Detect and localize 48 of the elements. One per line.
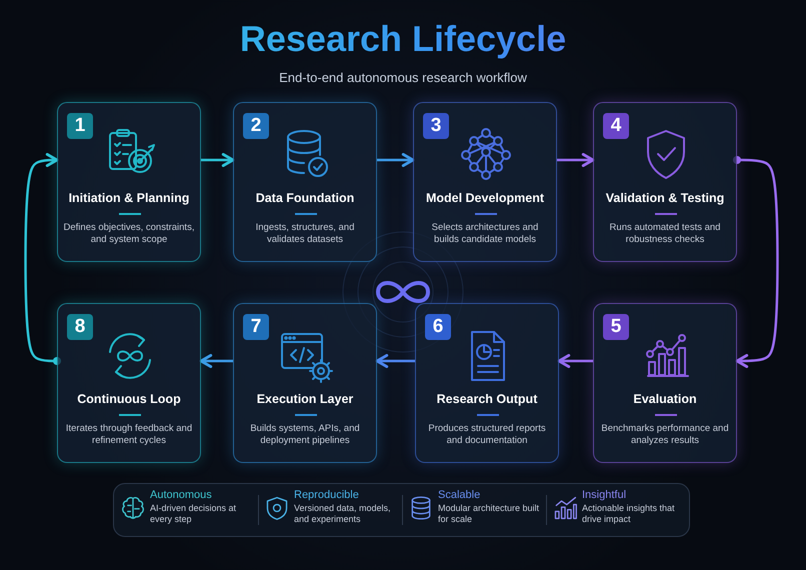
feature-description: Modular architecture built for scale (438, 503, 540, 526)
step-description: Ingests, structures, and validates datasets (254, 222, 356, 247)
step-number: 3 (423, 113, 449, 139)
process-card (233, 303, 377, 463)
feature-title: Autonomous (150, 488, 212, 502)
arrow (558, 354, 593, 368)
step-number: 6 (425, 314, 451, 340)
step-number: 8 (67, 314, 93, 340)
step-title: Initiation & Planning (68, 191, 190, 205)
feature-title: Reproducible (294, 488, 359, 502)
arrow (557, 153, 594, 167)
arrow (376, 354, 415, 368)
step-title: Model Development (424, 191, 546, 205)
step-title: Execution Layer (256, 392, 354, 406)
feature-title: Insightful (582, 488, 626, 502)
step-number: 4 (603, 113, 629, 139)
process-card (57, 102, 201, 262)
step-number: 2 (243, 113, 269, 139)
title: Research Lifecycle (240, 18, 566, 60)
process-card (415, 303, 559, 463)
process-card (413, 102, 557, 262)
feature-description: Versioned data, models, and experiments (294, 503, 392, 526)
step-number: 1 (67, 113, 93, 139)
step-title: Data Foundation (254, 191, 356, 205)
arrow (201, 153, 234, 167)
arrow (200, 354, 233, 368)
feature-title: Scalable (438, 488, 480, 502)
step-number: 5 (603, 314, 629, 340)
step-description: Builds systems, APIs, and deployment pipelines (249, 423, 361, 448)
step-description: Selects architectures and builds candidate models (430, 222, 540, 247)
feature-description: AI-driven decisions at every step (150, 503, 238, 526)
arrow (377, 153, 414, 167)
process-card (593, 303, 737, 463)
process-card (57, 303, 201, 463)
process-card (233, 102, 377, 262)
step-description: Produces structured reports and documentation (427, 423, 547, 448)
subtitle: End-to-end autonomous research workflow (279, 70, 527, 85)
feature-description: Actionable insights that drive impact (582, 503, 676, 526)
step-title: Validation & Testing (604, 191, 726, 205)
step-description: Iterates through feedback and refinement cycles (64, 423, 194, 448)
step-description: Defines objectives, constraints, and system scope (63, 222, 195, 247)
step-description: Benchmarks performance and analyzes results (600, 423, 730, 448)
step-title: Evaluation (632, 392, 698, 406)
step-number: 7 (243, 314, 269, 340)
process-card (593, 102, 737, 262)
step-description: Runs automated tests and robustness checks (608, 222, 722, 247)
step-title: Continuous Loop (76, 392, 182, 406)
step-title: Research Output (436, 392, 538, 406)
